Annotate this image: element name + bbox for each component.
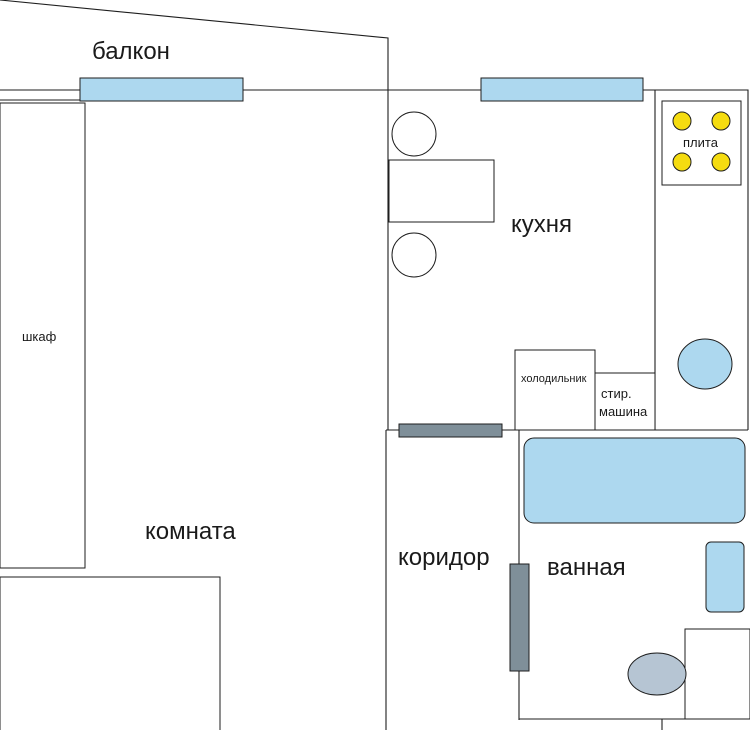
balcony-label: балкон (92, 38, 170, 65)
washing-machine (594, 372, 656, 431)
washer-label-line2: машина (599, 404, 648, 419)
burner-icon (711, 111, 731, 131)
stove-label: плита (683, 135, 719, 150)
door-kitchen (398, 423, 503, 438)
bathtub (523, 437, 746, 524)
chair-bottom (391, 232, 437, 278)
niche-outline (655, 89, 749, 430)
wardrobe (0, 102, 86, 569)
toilet (627, 652, 687, 696)
bathroom-sink (705, 541, 745, 613)
bathroom-label: ванная (547, 554, 626, 581)
room-label: комната (145, 518, 236, 545)
window-kitchen (480, 77, 644, 102)
corridor-label: коридор (398, 544, 490, 571)
door-bathroom (509, 563, 530, 672)
balcony-outline (0, 0, 389, 90)
wardrobe-label: шкаф (22, 329, 57, 344)
kitchen-table (388, 159, 495, 223)
chair-top (391, 111, 437, 157)
burner-icon (672, 152, 692, 172)
fridge (514, 349, 596, 431)
kitchen-label: кухня (511, 211, 572, 238)
toilet-area (684, 628, 750, 720)
fridge-label: холодильник (521, 373, 587, 385)
sink (677, 338, 733, 390)
room-furniture-block (0, 576, 221, 730)
washer-label-line1: стир. (601, 386, 632, 401)
window-balcony (79, 77, 244, 102)
burner-icon (711, 152, 731, 172)
stove (661, 100, 742, 186)
burner-icon (672, 111, 692, 131)
